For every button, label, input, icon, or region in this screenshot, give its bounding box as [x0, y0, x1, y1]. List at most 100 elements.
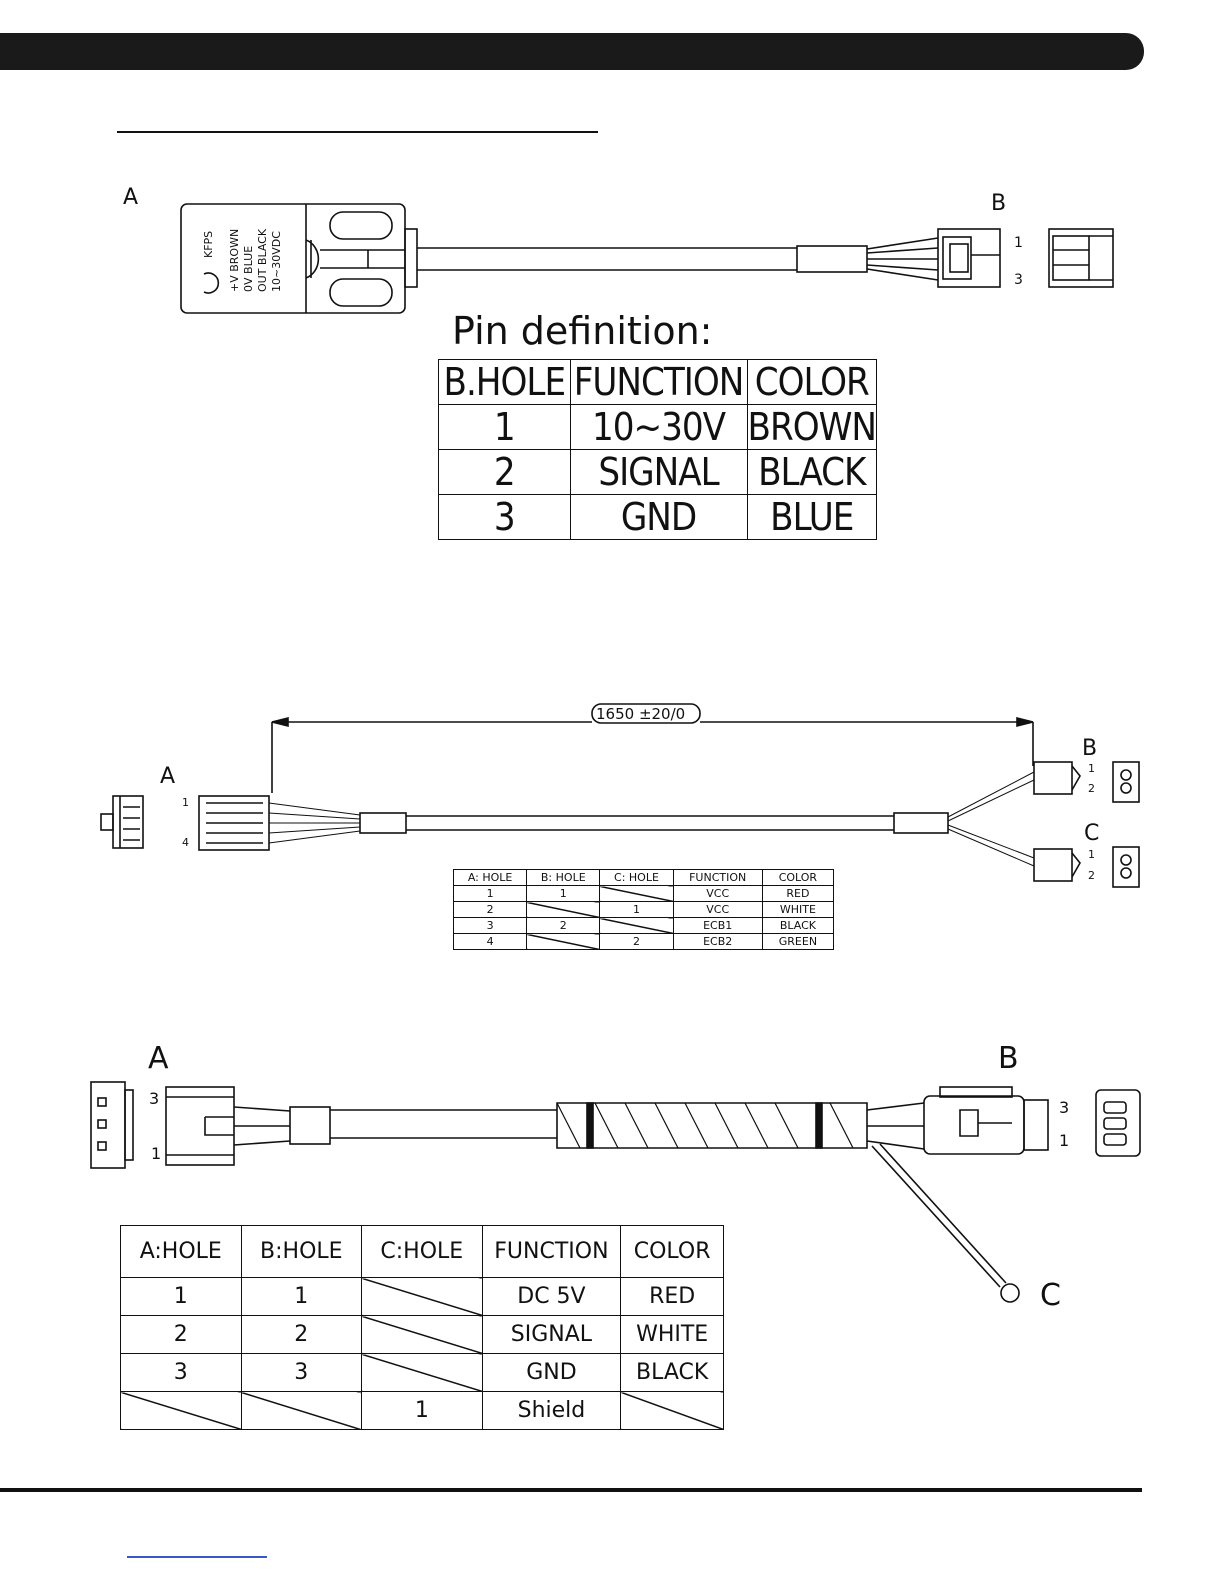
table-cell: VCC — [672, 885, 763, 902]
cable2-c-pin-2: 2 — [1088, 869, 1095, 882]
table-cell: BLACK — [761, 917, 835, 934]
cable2-label-a: A — [160, 764, 175, 789]
table-cell: BLACK — [620, 1353, 724, 1392]
cable2-b-pin-1: 1 — [1088, 762, 1095, 775]
cable2-label-b: B — [1082, 736, 1097, 761]
cable2-pin-table: A: HOLE B: HOLE C: HOLE FUNCTION COLOR 1… — [452, 869, 835, 950]
sensor-body-line-2: 0V BLUE — [242, 246, 255, 292]
cable2-label-c: C — [1084, 821, 1099, 846]
header-cell: B.HOLE — [438, 359, 571, 405]
empty-cell — [620, 1391, 724, 1430]
cable3-b-pin-1: 1 — [1059, 1131, 1069, 1150]
table-cell: 1 — [452, 885, 528, 902]
table-cell: WHITE — [761, 901, 835, 918]
table-row: 1 10~30V BROWN — [438, 404, 877, 450]
table-cell: ECB2 — [672, 933, 763, 950]
header-cell: B:HOLE — [240, 1225, 363, 1278]
cable3-label-a: A — [148, 1041, 169, 1076]
table-cell: ECB1 — [672, 917, 763, 934]
footer-link-underline — [127, 1556, 267, 1558]
header-cell: FUNCTION — [569, 359, 748, 405]
header-cell: COLOR — [620, 1225, 724, 1278]
table-cell: 2 — [240, 1315, 363, 1354]
header-cell: A:HOLE — [120, 1225, 242, 1278]
empty-cell — [599, 917, 674, 934]
sensor-label-a: A — [123, 185, 138, 210]
table-cell: 3 — [452, 917, 528, 934]
table-cell: SIGNAL — [481, 1315, 622, 1354]
empty-cell — [361, 1315, 483, 1354]
cable3-label-b: B — [998, 1041, 1019, 1076]
table-cell: BLUE — [746, 494, 877, 540]
table-cell: SIGNAL — [569, 449, 748, 495]
table-row: 1 Shield — [120, 1391, 724, 1430]
table-row: 4 2 ECB2 GREEN — [452, 933, 835, 950]
header-cell: COLOR — [746, 359, 877, 405]
table-header-row: B.HOLE FUNCTION COLOR — [438, 359, 877, 405]
table-cell: GND — [569, 494, 748, 540]
cable2-wires — [268, 771, 1035, 867]
table-cell: 4 — [452, 933, 528, 950]
cable2-dimension — [271, 703, 1034, 793]
table-row: 3 3 GND BLACK — [120, 1353, 724, 1392]
table-cell: 1 — [361, 1391, 483, 1430]
cable2-connector-c — [1033, 846, 1140, 888]
sensor-pin-1: 1 — [1014, 235, 1023, 251]
table-row: 2 SIGNAL BLACK — [438, 449, 877, 495]
header-cell: COLOR — [761, 869, 835, 886]
table-row: 3 GND BLUE — [438, 494, 877, 540]
sensor-pin-table: B.HOLE FUNCTION COLOR 1 10~30V BROWN 2 S… — [438, 359, 877, 540]
table-row: 3 2 ECB1 BLACK — [452, 917, 835, 934]
cable3-a-pin-3: 3 — [149, 1089, 159, 1108]
empty-cell — [526, 933, 601, 950]
table-cell: 1 — [526, 885, 601, 902]
table-row: 2 2 SIGNAL WHITE — [120, 1315, 724, 1354]
table-cell: VCC — [672, 901, 763, 918]
cable3-label-c: C — [1040, 1278, 1061, 1313]
sensor-cable — [417, 237, 939, 281]
header-cell: FUNCTION — [481, 1225, 622, 1278]
cable2-connector-b — [1033, 761, 1140, 803]
cable3-b-pin-3: 3 — [1059, 1098, 1069, 1117]
header-cell: C: HOLE — [599, 869, 674, 886]
header-cell: B: HOLE — [526, 869, 601, 886]
table-cell: 3 — [240, 1353, 363, 1392]
header-cell: A: HOLE — [452, 869, 528, 886]
empty-cell — [526, 901, 601, 918]
cable3-connector-a — [90, 1081, 235, 1169]
table-cell: 1 — [599, 901, 674, 918]
table-cell: 2 — [120, 1315, 242, 1354]
table-cell: RED — [620, 1277, 724, 1316]
table-cell: 2 — [526, 917, 601, 934]
sensor-body — [180, 203, 418, 314]
title-underline — [117, 131, 598, 133]
sensor-connector-b — [937, 228, 1114, 288]
empty-cell — [240, 1391, 363, 1430]
table-cell: Shield — [481, 1391, 622, 1430]
table-cell: 1 — [438, 404, 571, 450]
sensor-label-b: B — [991, 191, 1006, 216]
table-header-row: A: HOLE B: HOLE C: HOLE FUNCTION COLOR — [452, 869, 835, 886]
table-cell: 2 — [438, 449, 571, 495]
footer-rule — [0, 1488, 1142, 1492]
header-cell: C:HOLE — [361, 1225, 483, 1278]
cable3-a-pin-1: 1 — [151, 1144, 161, 1163]
table-cell: DC 5V — [481, 1277, 622, 1316]
table-row: 1 1 DC 5V RED — [120, 1277, 724, 1316]
pin-definition-title: Pin definition: — [452, 309, 712, 353]
header-bar — [0, 33, 1144, 70]
cable3-pin-table: A:HOLE B:HOLE C:HOLE FUNCTION COLOR 1 1 … — [120, 1225, 724, 1430]
sensor-body-line-4: 10~30VDC — [270, 231, 283, 292]
table-cell: 10~30V — [569, 404, 748, 450]
table-header-row: A:HOLE B:HOLE C:HOLE FUNCTION COLOR — [120, 1225, 724, 1278]
empty-cell — [599, 885, 674, 902]
table-cell: 2 — [599, 933, 674, 950]
cable3-wires — [233, 1102, 1020, 1303]
table-cell: GREEN — [761, 933, 835, 950]
sensor-body-line-1: +V BROWN — [228, 229, 241, 292]
sensor-pin-3: 3 — [1014, 272, 1023, 288]
table-cell: 3 — [438, 494, 571, 540]
cable2-b-pin-2: 2 — [1088, 782, 1095, 795]
cable2-a-pin-4: 4 — [182, 836, 189, 849]
